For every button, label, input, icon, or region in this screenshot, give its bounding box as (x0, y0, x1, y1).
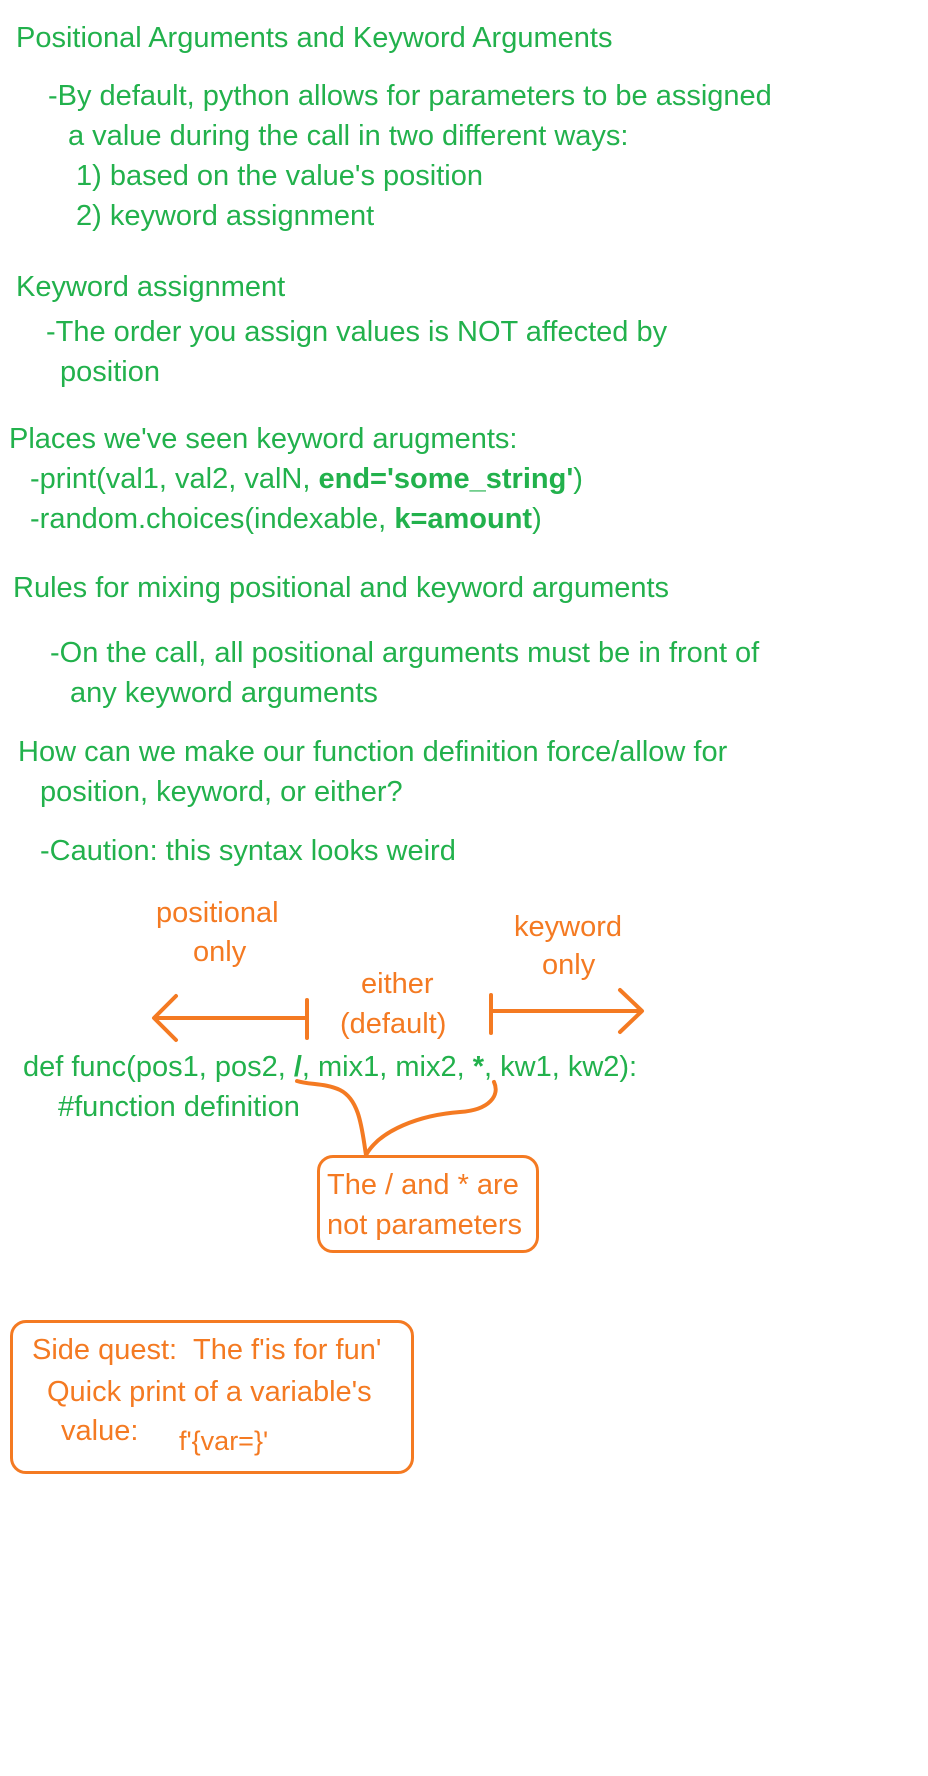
heading-rules: Rules for mixing positional and keyword … (13, 572, 670, 604)
rule-line-2: any keyword arguments (70, 677, 378, 709)
print-example: -print(val1, val2, valN, end='some_strin… (30, 463, 583, 495)
either-label-1: either (361, 968, 434, 1000)
default-item-1: 1) based on the value's position (76, 160, 483, 192)
keyword-label-2: only (542, 949, 596, 981)
side-quest-line-3: value: (61, 1415, 139, 1447)
default-item-2: 2) keyword assignment (76, 200, 375, 232)
choices-example: -random.choices(indexable, k=amount) (30, 503, 542, 535)
side-quest-label: Side quest: (32, 1334, 178, 1366)
heading-positional-keyword: Positional Arguments and Keyword Argumen… (16, 22, 613, 54)
function-signature: def func(pos1, pos2, /, mix1, mix2, *, k… (23, 1051, 638, 1083)
rule-line-1: -On the call, all positional arguments m… (50, 637, 760, 669)
order-line-2: position (60, 356, 160, 388)
question-line-2: position, keyword, or either? (40, 776, 403, 808)
side-quest-code: f'{var=}' (179, 1426, 269, 1456)
side-quest-line-2: Quick print of a variable's (47, 1376, 372, 1408)
function-comment: #function definition (58, 1091, 300, 1123)
note-line-1: The / and * are (327, 1169, 519, 1201)
side-quest-box (10, 1320, 414, 1474)
heading-seen-keyword: Places we've seen keyword arugments: (9, 423, 518, 455)
heading-keyword-assignment: Keyword assignment (16, 271, 286, 303)
pointer-star (364, 1080, 498, 1157)
note-line-2: not parameters (327, 1209, 523, 1241)
question-line-1: How can we make our function definition … (18, 736, 728, 768)
left-arrow (152, 994, 307, 1042)
pointer-slash (295, 1079, 368, 1157)
star-marker: * (472, 1051, 485, 1083)
positional-label-1: positional (156, 897, 279, 929)
note-box (317, 1155, 539, 1253)
default-line-2: a value during the call in two different… (68, 120, 629, 152)
either-label-2: (default) (340, 1008, 447, 1040)
default-line-1: -By default, python allows for parameter… (48, 80, 772, 112)
order-line-1: -The order you assign values is NOT affe… (46, 316, 668, 348)
caution-note: -Caution: this syntax looks weird (40, 835, 456, 867)
keyword-label-1: keyword (514, 911, 622, 943)
slash-marker: / (293, 1051, 302, 1083)
positional-label-2: only (193, 936, 247, 968)
right-arrow (491, 988, 644, 1034)
side-quest-title: The f'is for fun' (193, 1334, 382, 1366)
